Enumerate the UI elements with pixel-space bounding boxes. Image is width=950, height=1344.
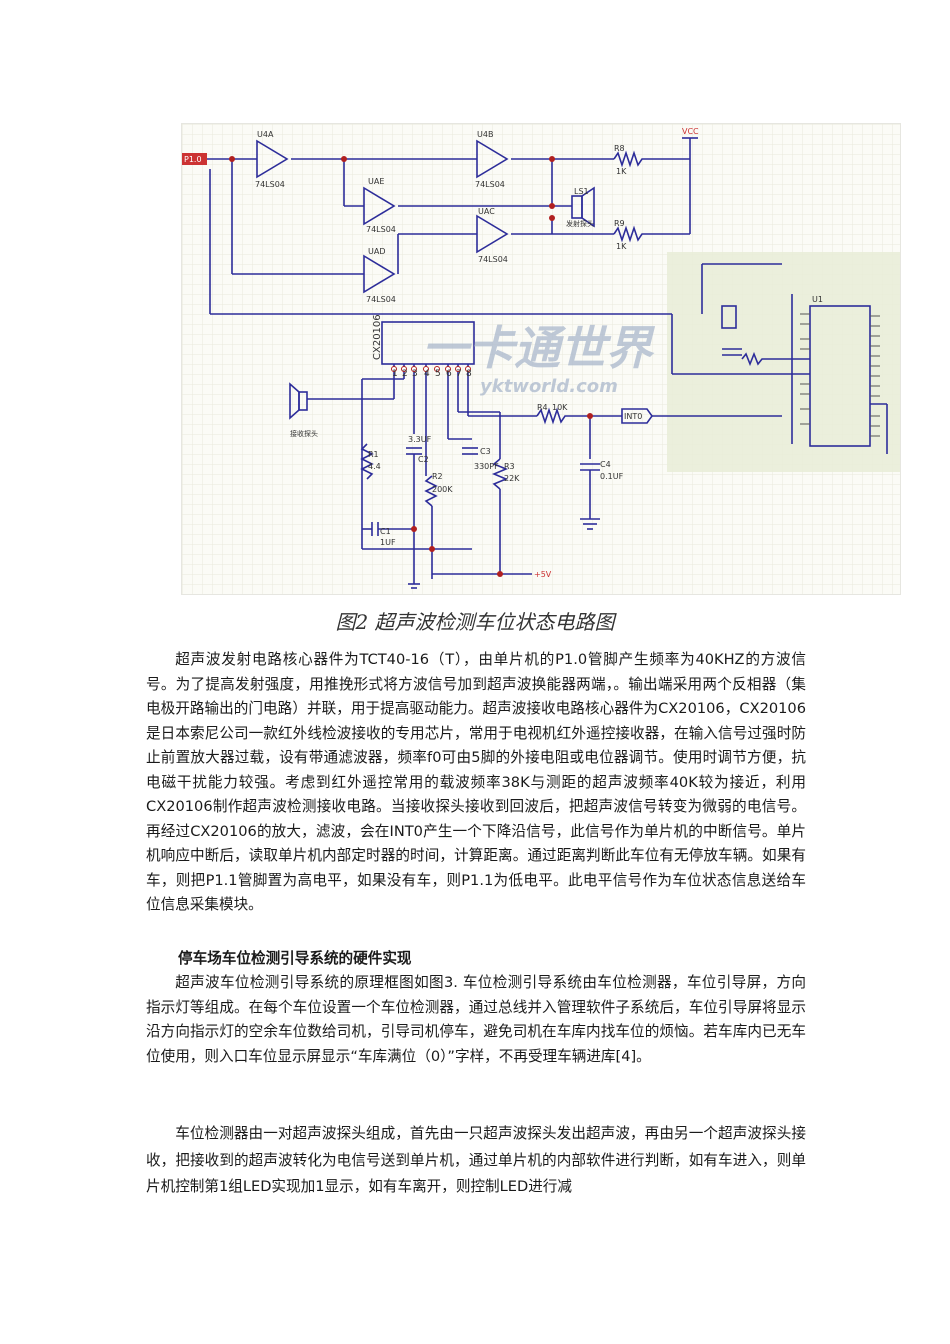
section-heading: 停车场车位检测引导系统的硬件实现 [178, 950, 412, 967]
u4e-label: UAE [368, 177, 384, 186]
p10-label: P1.0 [184, 155, 202, 164]
r8-label: R8 [614, 144, 625, 153]
c3-value: 330PF [474, 462, 499, 471]
cx-pin-6: 6 [446, 369, 452, 379]
cx20106-label: CX20106 [372, 314, 383, 360]
plus5v-label: +5V [534, 570, 552, 579]
r9-value: 1K [616, 242, 627, 251]
r4-label: R4 [537, 403, 548, 412]
r2-value: 200K [432, 485, 453, 494]
u4e-ic-label: 74LS04 [366, 225, 396, 234]
tx-probe-label: 发射探头 [566, 219, 594, 228]
u4c-ic-label: 74LS04 [478, 255, 508, 264]
rx-probe-label: 接收探头 [290, 429, 318, 438]
paragraph-3-text: 车位检测器由一对超声波探头组成，首先由一只超声波探头发出超声波，再由另一个超声波… [146, 1125, 806, 1195]
u1-label: U1 [812, 295, 823, 304]
circuit-diagram: P1.0 U4A 74LS04 U4B 74LS04 UAE 74LS04 UA… [181, 123, 901, 595]
cx-pin-2: 2 [402, 369, 408, 379]
u4d-label: UAD [368, 247, 386, 256]
c1-label: C1 [380, 527, 391, 536]
paragraph-1: 超声波发射电路核心器件为TCT40-16（T），由单片机的P1.0管脚产生频率为… [146, 648, 806, 918]
cx-pin-5: 5 [435, 369, 441, 379]
watermark-url: yktworld.com [480, 376, 618, 397]
ls1-label: LS1 [574, 187, 589, 196]
paragraph-2-text: 超声波车位检测引导系统的原理框图如图3. 车位检测引导系统由车位检测器，车位引导… [146, 974, 806, 1065]
u4c-label: UAC [478, 207, 495, 216]
int0-label: INT0 [624, 412, 642, 421]
u4b-ic-label: 74LS04 [475, 180, 505, 189]
vcc-label: VCC [682, 127, 699, 136]
r3-value: 22K [504, 474, 520, 483]
u4a-ic-label: 74LS04 [255, 180, 285, 189]
r1-value: 4.4 [368, 462, 381, 471]
r2-label: R2 [432, 472, 443, 481]
paragraph-1-text: 超声波发射电路核心器件为TCT40-16（T），由单片机的P1.0管脚产生频率为… [146, 651, 806, 913]
figure-caption: 图2 超声波检测车位状态电路图 [335, 610, 615, 634]
r1-label: R1 [368, 450, 379, 459]
c3-label: C3 [480, 447, 491, 456]
cx-pin-1: 1 [392, 369, 398, 379]
cx-pin-3: 3 [412, 369, 418, 379]
c2-label: C2 [418, 455, 429, 464]
paragraph-3: 车位检测器由一对超声波探头组成，首先由一只超声波探头发出超声波，再由另一个超声波… [146, 1121, 806, 1201]
r9-label: R9 [614, 219, 625, 228]
cx-pin-8: 8 [466, 369, 472, 379]
cx-pin-4: 4 [424, 369, 430, 379]
r4-value: 10K [552, 403, 568, 412]
u4d-ic-label: 74LS04 [366, 295, 396, 304]
c2-value: 3.3UF [408, 435, 432, 444]
paragraph-2: 超声波车位检测引导系统的原理框图如图3. 车位检测引导系统由车位检测器，车位引导… [146, 971, 806, 1069]
c1-value: 1UF [380, 538, 396, 547]
watermark-logo: 一卡通世界 [422, 321, 656, 375]
u4b-label: U4B [477, 130, 493, 139]
r8-value: 1K [616, 167, 627, 176]
r3-label: R3 [504, 462, 515, 471]
cx-pin-7: 7 [456, 369, 462, 379]
c4-value: 0.1UF [600, 472, 624, 481]
u4a-label: U4A [257, 130, 274, 139]
c4-label: C4 [600, 460, 611, 469]
